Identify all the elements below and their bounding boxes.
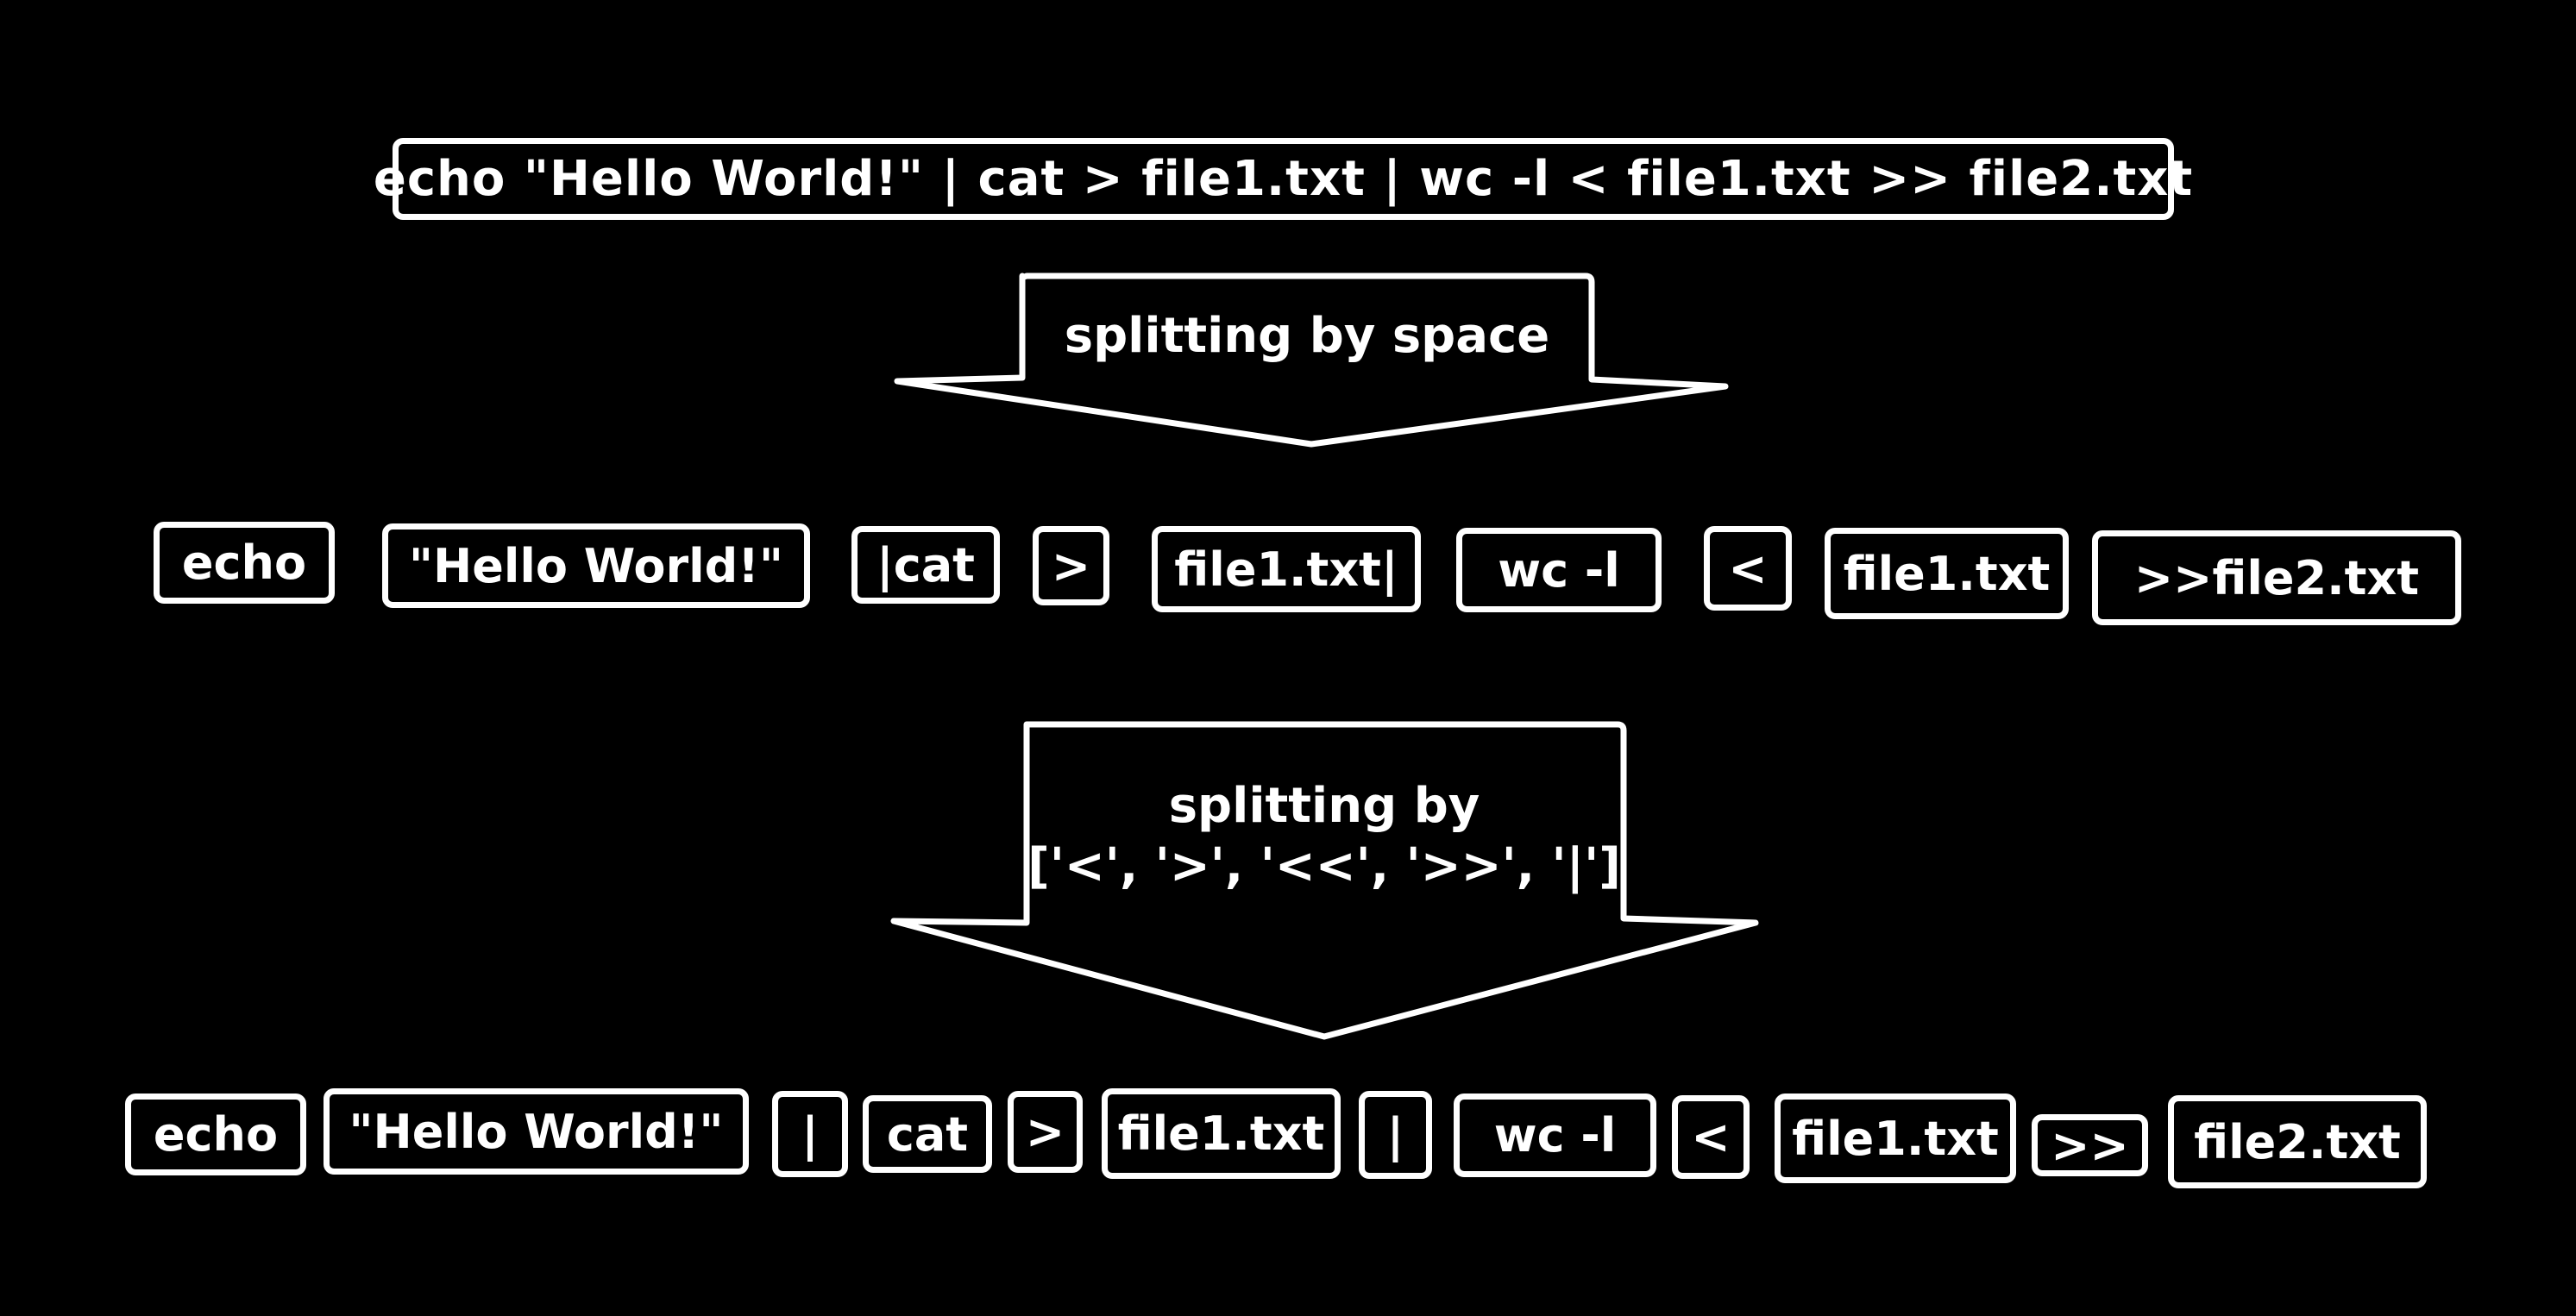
token-box: cat	[863, 1095, 992, 1173]
token-box: |	[1359, 1091, 1432, 1179]
split-by-operators-arrow	[890, 721, 1759, 1040]
command-box: echo "Hello World!" | cat > file1.txt | …	[374, 138, 2192, 220]
token-box: <	[1704, 526, 1792, 611]
token-box: >>	[2032, 1114, 2148, 1176]
token-box: >	[1033, 526, 1109, 605]
token-box: echo	[154, 522, 335, 604]
token-box: "Hello World!"	[324, 1088, 749, 1175]
token-box: wc -l	[1456, 528, 1662, 612]
token-box: |	[772, 1091, 848, 1177]
token-box: "Hello World!"	[382, 523, 810, 608]
split-by-space-arrow	[894, 273, 1729, 448]
token-box: file1.txt	[1102, 1088, 1341, 1179]
token-box: >	[1008, 1091, 1083, 1173]
token-box: echo	[125, 1094, 306, 1175]
token-box: file1.txt	[1825, 528, 2069, 619]
token-box: file2.txt	[2168, 1095, 2427, 1188]
step1-label: splitting by space	[1064, 308, 1550, 364]
token-box: <	[1672, 1095, 1750, 1179]
token-box: wc -l	[1454, 1094, 1656, 1177]
token-box: file1.txt|	[1152, 526, 1421, 612]
token-box: |cat	[851, 526, 1000, 604]
token-box: >>file2.txt	[2092, 530, 2461, 625]
token-box: file1.txt	[1775, 1094, 2016, 1183]
step2-label: splitting by ['<', '>', '<<', '>>', '|']	[1027, 778, 1621, 894]
